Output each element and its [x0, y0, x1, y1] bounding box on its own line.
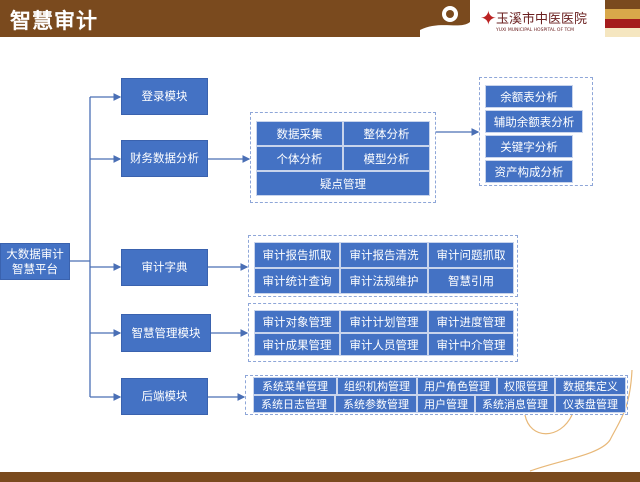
backend-item[interactable]: 组织机构管理: [337, 377, 417, 395]
module-finance[interactable]: 财务数据分析: [121, 140, 208, 177]
backend-item[interactable]: 用户管理: [417, 395, 475, 413]
logo-mark-icon: ✦: [480, 6, 497, 30]
finance-item[interactable]: 个体分析: [256, 146, 343, 171]
finance-item[interactable]: 疑点管理: [256, 171, 430, 196]
backend-item[interactable]: 系统日志管理: [253, 395, 335, 413]
module-backend[interactable]: 后端模块: [121, 378, 208, 415]
hospital-logo: ✦ 玉溪市中医医院 YUXI MUNICIPAL HOSPITAL OF TCM: [478, 8, 588, 36]
backend-item[interactable]: 权限管理: [497, 377, 555, 395]
management-item[interactable]: 审计成果管理: [254, 333, 340, 356]
module-management[interactable]: 智慧管理模块: [121, 314, 211, 352]
dictionary-item[interactable]: 审计法规维护: [340, 268, 428, 294]
dictionary-group: [248, 235, 518, 297]
management-item[interactable]: 审计计划管理: [340, 310, 428, 333]
finance-item[interactable]: 整体分析: [343, 121, 430, 146]
root-line2: 智慧平台: [12, 261, 58, 276]
color-stripes: [605, 0, 640, 37]
dictionary-item[interactable]: 智慧引用: [428, 268, 514, 294]
dictionary-item[interactable]: 审计问题抓取: [428, 242, 514, 268]
dictionary-item[interactable]: 审计报告抓取: [254, 242, 340, 268]
management-item[interactable]: 审计对象管理: [254, 310, 340, 333]
finance-sub-item[interactable]: 余额表分析: [485, 85, 573, 108]
finance-sub-group: [479, 77, 593, 186]
finance-item[interactable]: 数据采集: [256, 121, 343, 146]
logo-english: YUXI MUNICIPAL HOSPITAL OF TCM: [496, 28, 574, 33]
logo-name: 玉溪市中医医院: [496, 12, 588, 27]
management-group: [248, 303, 518, 362]
management-item[interactable]: 审计中介管理: [428, 333, 514, 356]
backend-item[interactable]: 用户角色管理: [417, 377, 497, 395]
finance-sub-item[interactable]: 资产构成分析: [485, 160, 573, 183]
backend-item[interactable]: 数据集定义: [555, 377, 626, 395]
dictionary-item[interactable]: 审计报告清洗: [340, 242, 428, 268]
swirl-ornament-icon: [420, 0, 470, 30]
backend-item[interactable]: 系统消息管理: [475, 395, 555, 413]
backend-item[interactable]: 系统菜单管理: [253, 377, 337, 395]
finance-item[interactable]: 模型分析: [343, 146, 430, 171]
dictionary-item[interactable]: 审计统计查询: [254, 268, 340, 294]
root-platform-box[interactable]: 大数据审计 智慧平台: [0, 243, 70, 280]
management-item[interactable]: 审计人员管理: [340, 333, 428, 356]
header: 智慧审计 ✦ 玉溪市中医医院 YUXI MUNICIPAL HOSPITAL O…: [0, 0, 640, 37]
module-dictionary[interactable]: 审计字典: [121, 249, 208, 286]
page-title: 智慧审计: [10, 9, 98, 33]
header-bar: [0, 0, 420, 37]
finance-group: [250, 112, 436, 203]
finance-sub-item[interactable]: 辅助余额表分析: [485, 110, 583, 133]
backend-item[interactable]: 仪表盘管理: [555, 395, 626, 413]
backend-group: [245, 375, 628, 415]
management-item[interactable]: 审计进度管理: [428, 310, 514, 333]
finance-sub-item[interactable]: 关键字分析: [485, 135, 573, 158]
root-line1: 大数据审计: [6, 246, 64, 261]
module-login[interactable]: 登录模块: [121, 78, 208, 115]
backend-item[interactable]: 系统参数管理: [335, 395, 417, 413]
footer-bar: [0, 472, 640, 482]
